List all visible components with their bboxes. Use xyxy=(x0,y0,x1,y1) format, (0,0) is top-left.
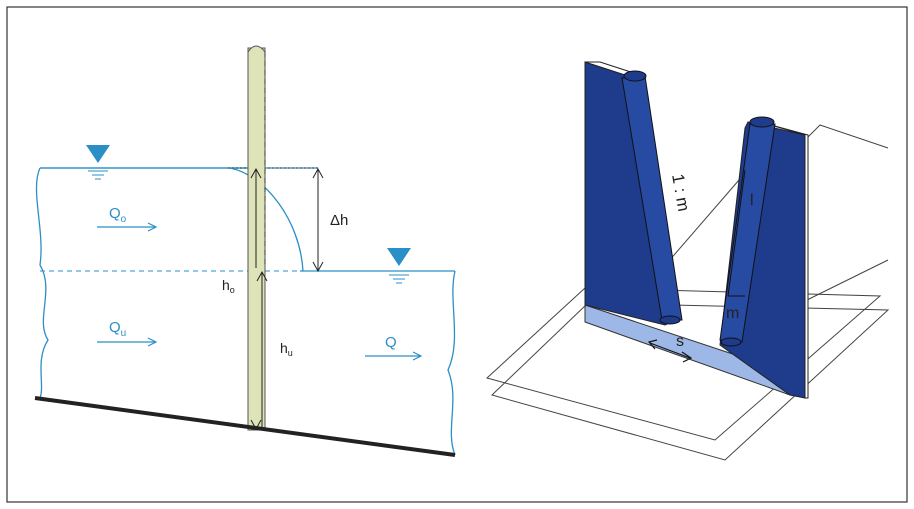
gauge-post-top xyxy=(247,45,266,53)
gap-label: s xyxy=(676,333,684,350)
length-label: l xyxy=(750,192,754,209)
isometric-slot-diagram: 1 : m l m s xyxy=(485,61,890,461)
back-wall-right-lower xyxy=(806,259,889,301)
left-cylinder-top xyxy=(623,70,647,82)
upper-depth-dimension xyxy=(250,167,262,268)
right-cylinder-bottom xyxy=(720,337,742,347)
run-label: m xyxy=(726,305,739,322)
overflow-nappe xyxy=(229,167,304,272)
head-difference-dimension xyxy=(312,167,324,273)
right-cylinder-top xyxy=(749,116,775,128)
downstream-level-marker xyxy=(387,248,411,284)
height-dimension-line xyxy=(727,169,746,297)
flow-lower-label: Qu xyxy=(109,319,126,339)
flow-arrow-downstream xyxy=(365,351,423,361)
back-wall-right xyxy=(804,124,889,149)
gap-dimension xyxy=(647,339,693,363)
figure-frame xyxy=(6,6,908,503)
side-section-diagram: Qo Qu Q Δh ho hu xyxy=(34,45,456,457)
head-difference-label: Δh xyxy=(330,212,348,229)
channel-bed xyxy=(34,396,456,457)
flow-arrow-lower xyxy=(97,337,158,347)
upper-depth-label: ho xyxy=(222,277,235,295)
flow-downstream-label: Q xyxy=(385,334,397,351)
ground-plane-lower xyxy=(491,302,890,461)
right-wall-edge xyxy=(759,121,809,399)
lower-depth-label: hu xyxy=(280,340,293,358)
ground-plane-upper xyxy=(485,287,882,441)
upstream-level-marker xyxy=(86,145,110,180)
left-cylinder-bottom xyxy=(659,315,681,325)
flow-arrow-upper xyxy=(97,222,158,232)
slope-label: 1 : m xyxy=(668,172,693,213)
downstream-boundary xyxy=(447,270,456,456)
lower-depth-dimension xyxy=(250,270,268,431)
flow-upper-label: Qo xyxy=(109,205,127,225)
